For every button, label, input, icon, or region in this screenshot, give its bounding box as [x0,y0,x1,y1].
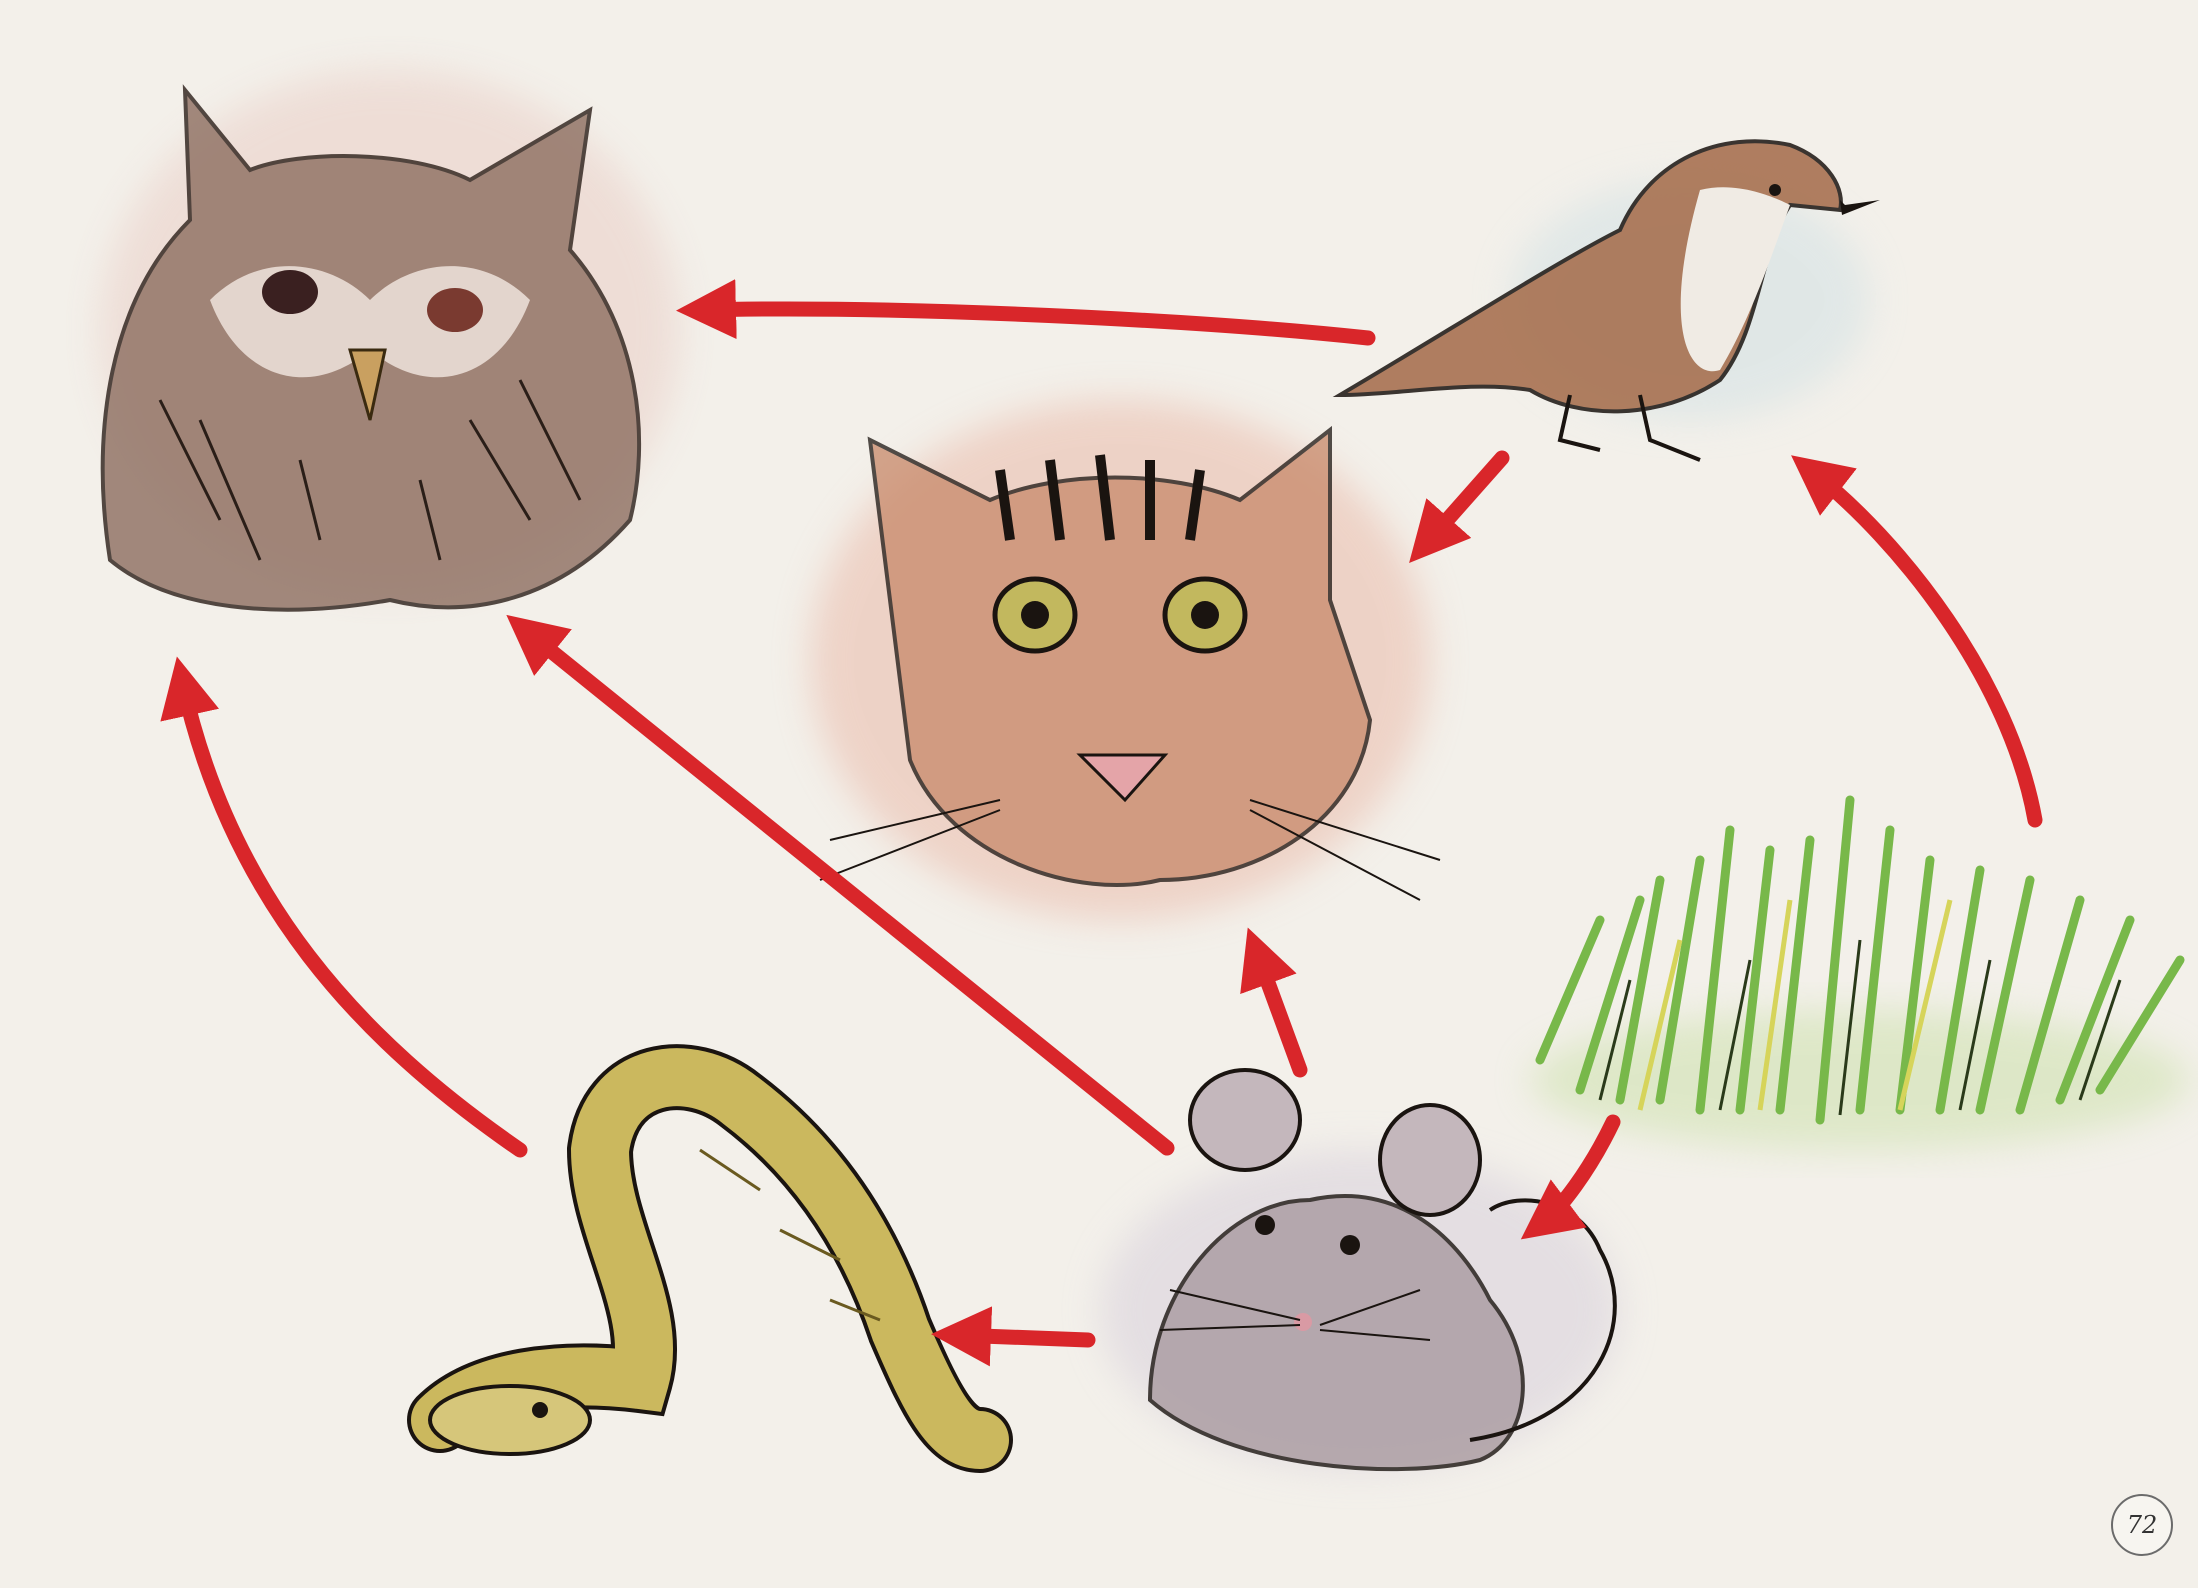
arrow-snake-to-owl [182,680,520,1150]
snake-icon [430,1077,980,1454]
arrow-grass-to-sparrow [1810,470,2035,820]
sparrow-icon [1340,141,1880,460]
arrow-mouse-to-snake [955,1335,1088,1340]
page-number: 72 [2111,1494,2173,1556]
arrow-sparrow-to-wildcat [1425,458,1502,545]
mouse-icon [1100,1070,1620,1470]
arrow-sparrow-to-owl [700,309,1368,338]
wildcat-icon [810,400,1440,920]
arrow-mouse-to-wildcat [1256,950,1300,1070]
grass-icon [1530,800,2190,1150]
owl-icon [100,70,680,610]
arrow-grass-to-mouse [1540,1122,1613,1225]
